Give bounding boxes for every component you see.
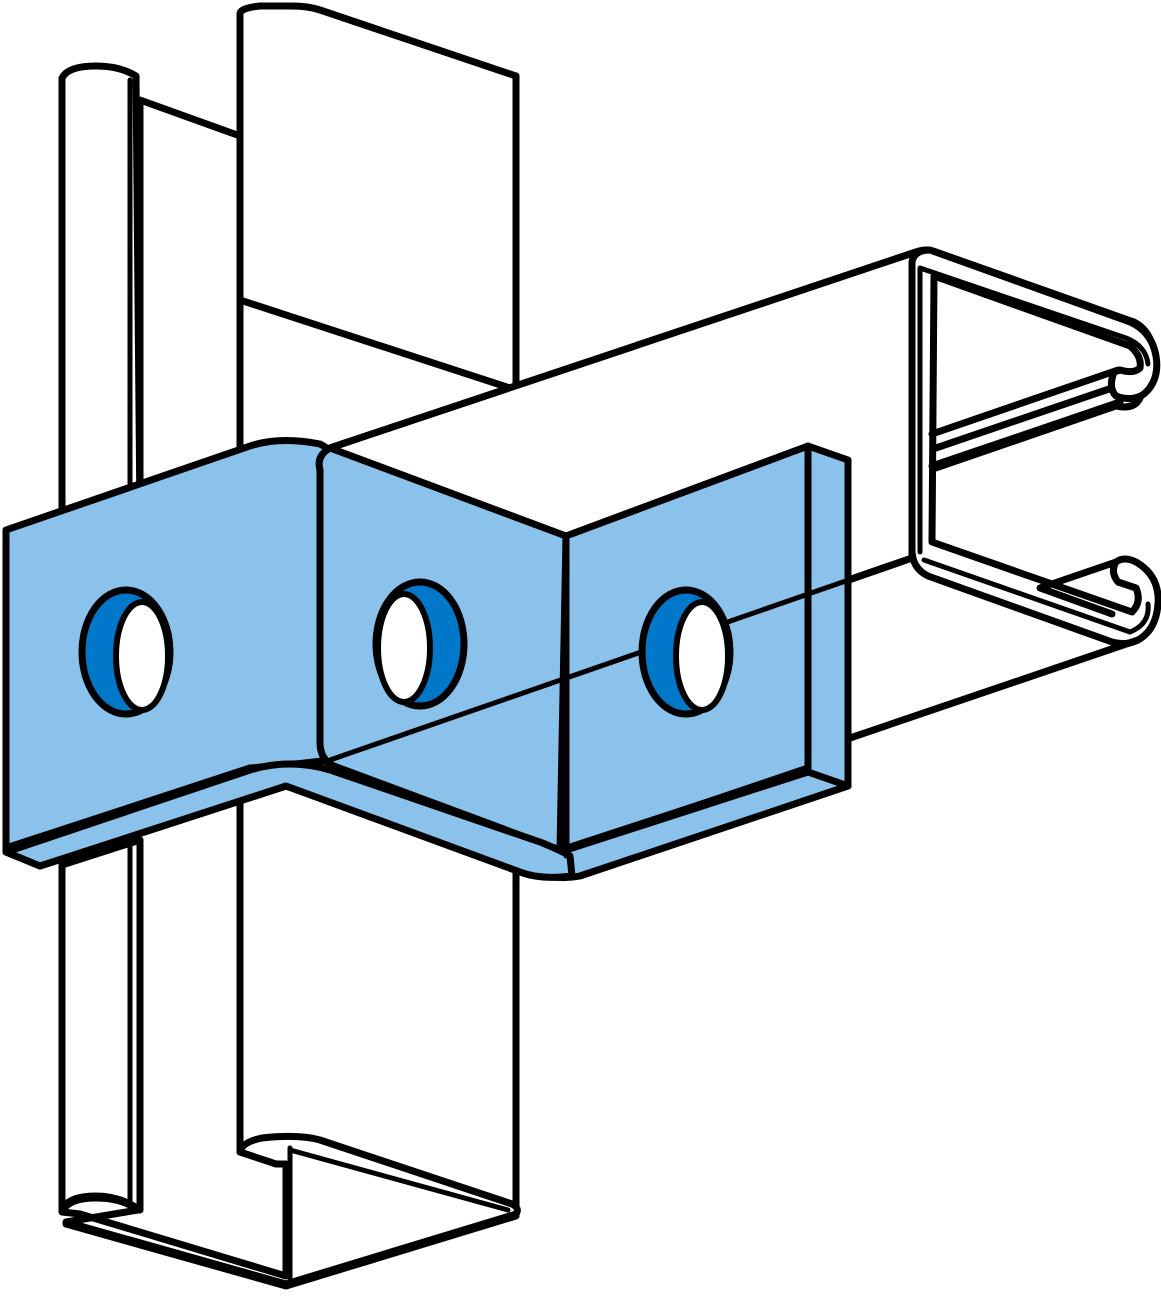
vertical-channel-web-strip — [136, 96, 244, 514]
horizontal-channel-inner-top — [917, 265, 1151, 555]
horizontal-channel-end-profile — [908, 246, 1161, 648]
bolt-hole-icon — [638, 586, 734, 718]
bracket-bottom-arc — [2, 760, 576, 881]
bracket-right-flange-edge — [804, 442, 852, 790]
vertical-channel-bottom-edge — [62, 1212, 520, 1290]
vertical-channel-bottom-inner — [287, 1145, 511, 1281]
horizontal-channel-slot-top — [928, 366, 1124, 470]
bracket-bottom-inner-line — [567, 765, 811, 849]
horizontal-channel-slot-bottom — [1036, 558, 1120, 618]
bolt-hole-opening — [113, 599, 171, 713]
bolt-hole-opening — [673, 599, 731, 713]
vertical-channel-left-lip — [58, 62, 144, 524]
bolt-hole-opening — [375, 591, 433, 705]
bolt-hole-icon — [78, 586, 174, 718]
vertical-channel — [58, 2, 521, 1290]
bolt-holes — [78, 578, 734, 718]
horizontal-channel-inner-bottom — [921, 557, 1151, 635]
bolt-hole-icon — [372, 578, 468, 710]
vertical-channel-web-top — [236, 2, 520, 394]
bracket-through-line — [327, 555, 915, 763]
